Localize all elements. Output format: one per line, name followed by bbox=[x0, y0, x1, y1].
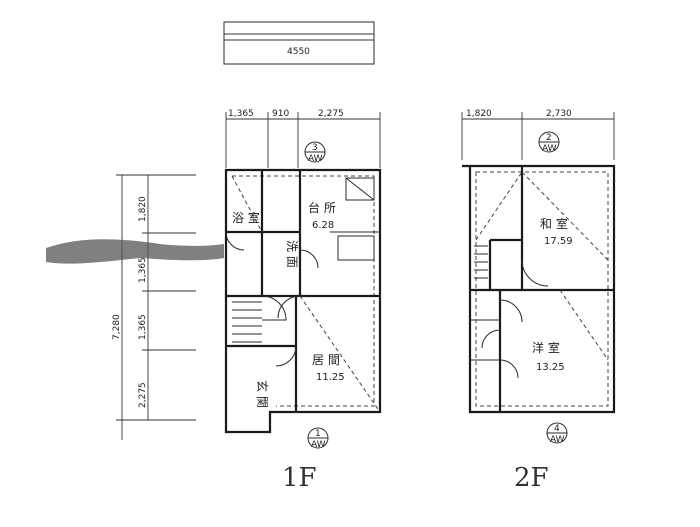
f1-dim-left-2: 1,365 bbox=[138, 257, 148, 283]
f1-room-kitchen: 台 所 bbox=[308, 200, 336, 215]
svg-text:3: 3 bbox=[312, 143, 318, 153]
f2-dim-top-2: 2,730 bbox=[546, 109, 572, 119]
f2-marker-top: 2 AW bbox=[538, 131, 560, 154]
f2-marker-bottom: 4 AW bbox=[546, 422, 568, 445]
f2-japanese-area: 17.59 bbox=[544, 236, 573, 247]
f1-room-bath: 浴 室 bbox=[232, 210, 260, 225]
svg-text:AW: AW bbox=[308, 154, 323, 164]
top-dimension-box: 4550 bbox=[223, 21, 375, 65]
scan-smudge bbox=[46, 239, 224, 264]
f1-dim-top-3: 2,275 bbox=[318, 109, 344, 119]
svg-text:2: 2 bbox=[546, 133, 552, 143]
floor1-plan: 1,365 910 2,275 1,820 1,365 1,365 2,275 … bbox=[112, 109, 382, 493]
f1-dim-top-1: 1,365 bbox=[228, 109, 254, 119]
f1-living-area: 11.25 bbox=[316, 372, 345, 383]
floor2-plan: 1,820 2,730 bbox=[461, 109, 616, 493]
f1-marker-bottom: 1 AW bbox=[307, 427, 329, 450]
f1-dim-left-3: 1,365 bbox=[138, 314, 148, 340]
f2-label: 2F bbox=[514, 463, 549, 493]
f2-dim-top-1: 1,820 bbox=[466, 109, 492, 119]
svg-text:4: 4 bbox=[554, 424, 560, 434]
f1-room-living: 居 間 bbox=[312, 353, 340, 367]
f2-room-japanese: 和 室 bbox=[540, 216, 568, 231]
f1-stairs bbox=[232, 301, 262, 343]
f1-label: 1F bbox=[282, 463, 317, 493]
f1-dim-left-4: 2,275 bbox=[138, 382, 148, 408]
f2-room-western: 洋 室 bbox=[532, 340, 560, 355]
f1-dim-top-2: 910 bbox=[272, 109, 289, 119]
svg-text:1: 1 bbox=[315, 429, 321, 439]
top-dimension-value: 4550 bbox=[287, 47, 310, 57]
svg-text:AW: AW bbox=[542, 144, 557, 154]
f2-stairs bbox=[474, 245, 488, 279]
f1-dim-left-total: 7,280 bbox=[112, 314, 122, 340]
svg-text:AW: AW bbox=[550, 435, 565, 445]
f1-room-entry: 玄 関 bbox=[255, 380, 270, 408]
f1-marker-top: 3 AW bbox=[304, 141, 326, 164]
svg-text:AW: AW bbox=[311, 440, 326, 450]
f1-room-washroom: 洗 面 bbox=[285, 240, 299, 268]
f1-kitchen-area: 6.28 bbox=[312, 220, 334, 231]
f1-dim-left-1: 1,820 bbox=[138, 196, 148, 222]
f2-western-area: 13.25 bbox=[536, 362, 565, 373]
